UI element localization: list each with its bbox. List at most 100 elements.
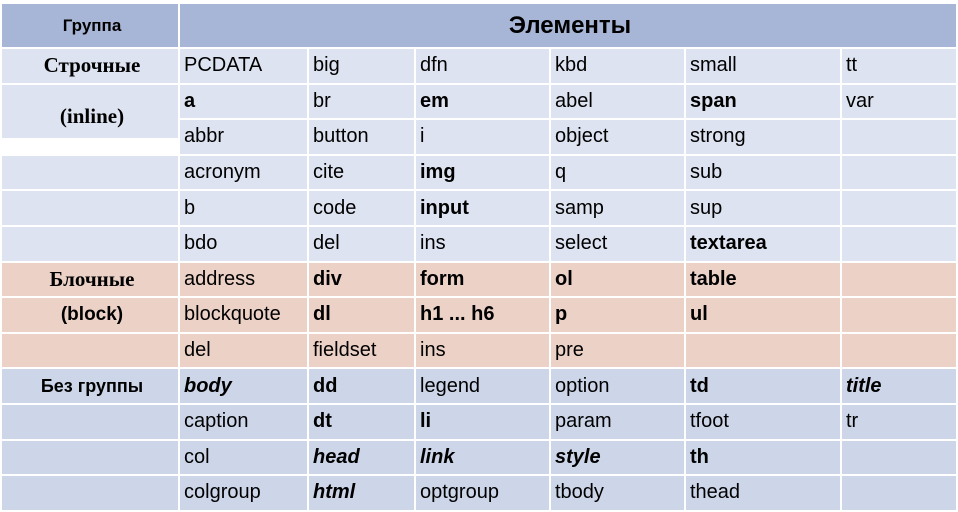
element-cell: dd	[307, 367, 416, 405]
element-cell	[839, 331, 958, 370]
element-cell	[839, 296, 958, 334]
element-cell: i	[414, 118, 551, 156]
element-cell: option	[549, 367, 686, 405]
element-cell: br	[307, 82, 416, 121]
table-row: (inline) abbr button i object strong	[0, 102, 958, 156]
element-cell: h1 ... h6	[414, 296, 551, 334]
element-cell: div	[307, 260, 416, 299]
element-cell: dl	[307, 296, 416, 334]
element-cell: code	[307, 189, 416, 227]
element-cell	[839, 260, 958, 299]
table-header-row: Группа Элементы	[0, 2, 958, 49]
table-row: col head link style th	[0, 438, 958, 477]
element-cell: sup	[684, 189, 842, 227]
element-cell: title	[839, 367, 958, 405]
table-row: Строчные PCDATA big dfn kbd small tt	[0, 47, 958, 85]
element-cell: sub	[684, 153, 842, 192]
element-cell: acronym	[178, 153, 309, 192]
element-cell: bdo	[178, 224, 309, 263]
group-label	[0, 189, 180, 227]
element-cell: kbd	[549, 47, 686, 85]
element-cell: del	[178, 331, 309, 370]
element-cell: td	[684, 367, 842, 405]
element-cell: button	[307, 118, 416, 156]
element-cell: caption	[178, 402, 309, 441]
element-cell: ul	[684, 296, 842, 334]
element-cell: ins	[414, 331, 551, 370]
group-label	[0, 224, 180, 263]
element-cell	[839, 118, 958, 156]
element-cell: optgroup	[414, 474, 551, 512]
element-cell: small	[684, 47, 842, 85]
element-cell: PCDATA	[178, 47, 309, 85]
group-label	[0, 331, 180, 370]
element-cell: table	[684, 260, 842, 299]
header-group: Группа	[0, 2, 180, 49]
element-cell: abbr	[178, 118, 309, 156]
element-cell: form	[414, 260, 551, 299]
element-cell: ol	[549, 260, 686, 299]
element-cell: dt	[307, 402, 416, 441]
table-row: (block) blockquote dl h1 ... h6 p ul	[0, 296, 958, 334]
element-cell	[839, 189, 958, 227]
table-row: colgroup html optgroup tbody thead	[0, 474, 958, 512]
element-cell	[839, 474, 958, 512]
table-row: acronym cite img q sub	[0, 153, 958, 192]
element-cell: select	[549, 224, 686, 263]
table-row: Блочные address div form ol table	[0, 260, 958, 299]
group-label	[0, 438, 180, 477]
group-label	[0, 474, 180, 512]
group-label-inline: Строчные	[0, 47, 180, 85]
group-label	[0, 402, 180, 441]
element-cell: col	[178, 438, 309, 477]
group-label-block-sub: (block)	[0, 296, 180, 334]
element-cell: cite	[307, 153, 416, 192]
element-cell: pre	[549, 331, 686, 370]
element-cell: del	[307, 224, 416, 263]
element-cell: fieldset	[307, 331, 416, 370]
element-cell: big	[307, 47, 416, 85]
element-cell	[684, 331, 842, 370]
element-cell: q	[549, 153, 686, 192]
element-cell	[839, 438, 958, 477]
element-cell: samp	[549, 189, 686, 227]
group-label-inline-sub: (inline)	[0, 102, 180, 140]
element-cell: dfn	[414, 47, 551, 85]
element-cell: ins	[414, 224, 551, 263]
element-cell: textarea	[684, 224, 842, 263]
element-cell: blockquote	[178, 296, 309, 334]
table-row: b code input samp sup	[0, 189, 958, 227]
table-row: caption dt li param tfoot tr	[0, 402, 958, 441]
group-label	[0, 153, 180, 192]
element-cell: colgroup	[178, 474, 309, 512]
element-cell: thead	[684, 474, 842, 512]
element-cell: tbody	[549, 474, 686, 512]
element-cell: html	[307, 474, 416, 512]
element-cell	[839, 153, 958, 192]
element-cell: img	[414, 153, 551, 192]
element-cell: p	[549, 296, 686, 334]
element-cell: head	[307, 438, 416, 477]
element-cell: address	[178, 260, 309, 299]
element-cell: param	[549, 402, 686, 441]
header-elements: Элементы	[177, 2, 958, 49]
element-cell: object	[549, 118, 686, 156]
table-row: del fieldset ins pre	[0, 331, 958, 370]
element-cell: link	[414, 438, 551, 477]
element-cell: li	[414, 402, 551, 441]
element-cell: a	[178, 82, 309, 121]
element-cell: b	[178, 189, 309, 227]
element-cell: body	[178, 367, 309, 405]
element-cell: input	[414, 189, 551, 227]
element-cell: tfoot	[684, 402, 842, 441]
element-cell: tr	[839, 402, 958, 441]
element-cell: legend	[414, 367, 551, 405]
element-cell: style	[549, 438, 686, 477]
element-cell	[839, 224, 958, 263]
element-cell: span	[684, 82, 842, 121]
element-cell: em	[414, 82, 551, 121]
table-row: bdo del ins select textarea	[0, 224, 958, 263]
group-label-nogroup: Без группы	[0, 367, 180, 405]
table-row: Без группы body dd legend option td titl…	[0, 367, 958, 405]
